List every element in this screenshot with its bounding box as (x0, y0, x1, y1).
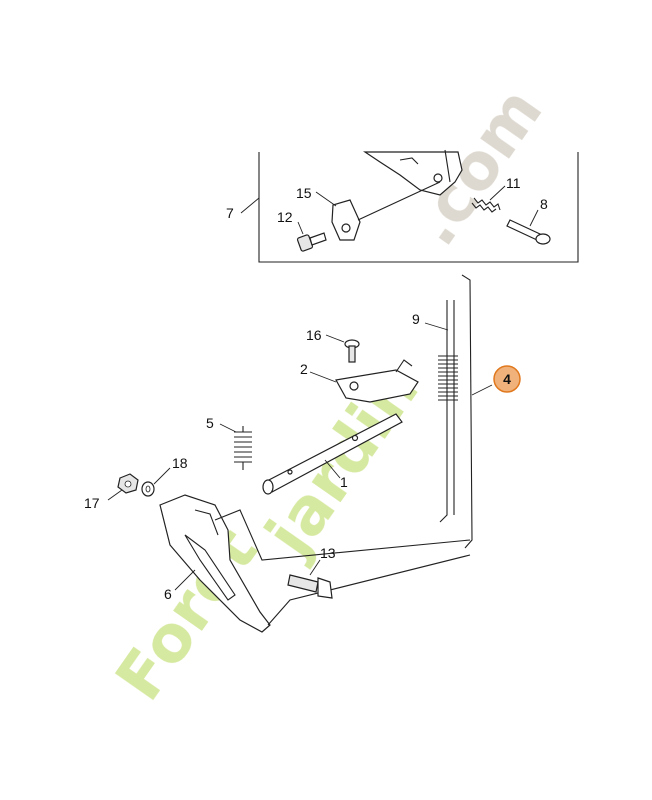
frame-lines (214, 509, 471, 626)
callout-12: 12 (277, 209, 293, 225)
part-1-shaft (262, 413, 403, 495)
part-16-screw (325, 334, 360, 363)
callout-18: 18 (172, 455, 188, 471)
part-2-bracket (309, 359, 419, 403)
callout-5: 5 (206, 415, 214, 431)
callout-7: 7 (226, 205, 234, 221)
upper-plate (363, 149, 463, 196)
callout-6: 6 (164, 586, 172, 602)
part-6-lever (159, 494, 271, 633)
callout-17: 17 (84, 495, 100, 511)
part-5-spring (219, 423, 252, 470)
part-15-clip (315, 181, 441, 241)
group-7-bracket (240, 152, 579, 263)
callout-13: 13 (320, 545, 336, 561)
callout-9: 9 (412, 311, 420, 327)
callout-4: 4 (503, 371, 511, 387)
callout-2: 2 (300, 361, 308, 377)
callout-4-highlight[interactable]: 4 (493, 365, 521, 393)
callout-16: 16 (306, 327, 322, 343)
part-18-washer (141, 467, 171, 497)
part-17-nut (107, 473, 139, 501)
part-8-screw (506, 209, 551, 245)
callout-8: 8 (540, 196, 548, 212)
part-12-bolt (296, 221, 327, 252)
watermark: Foret jardin .com (102, 75, 557, 714)
callout-15: 15 (296, 185, 312, 201)
part-4-rod (461, 274, 493, 549)
callout-11: 11 (506, 175, 521, 191)
part-13-bolt (287, 559, 333, 599)
part-9-rod (424, 300, 458, 523)
callout-1: 1 (340, 474, 348, 490)
part-11-spring (471, 185, 506, 213)
